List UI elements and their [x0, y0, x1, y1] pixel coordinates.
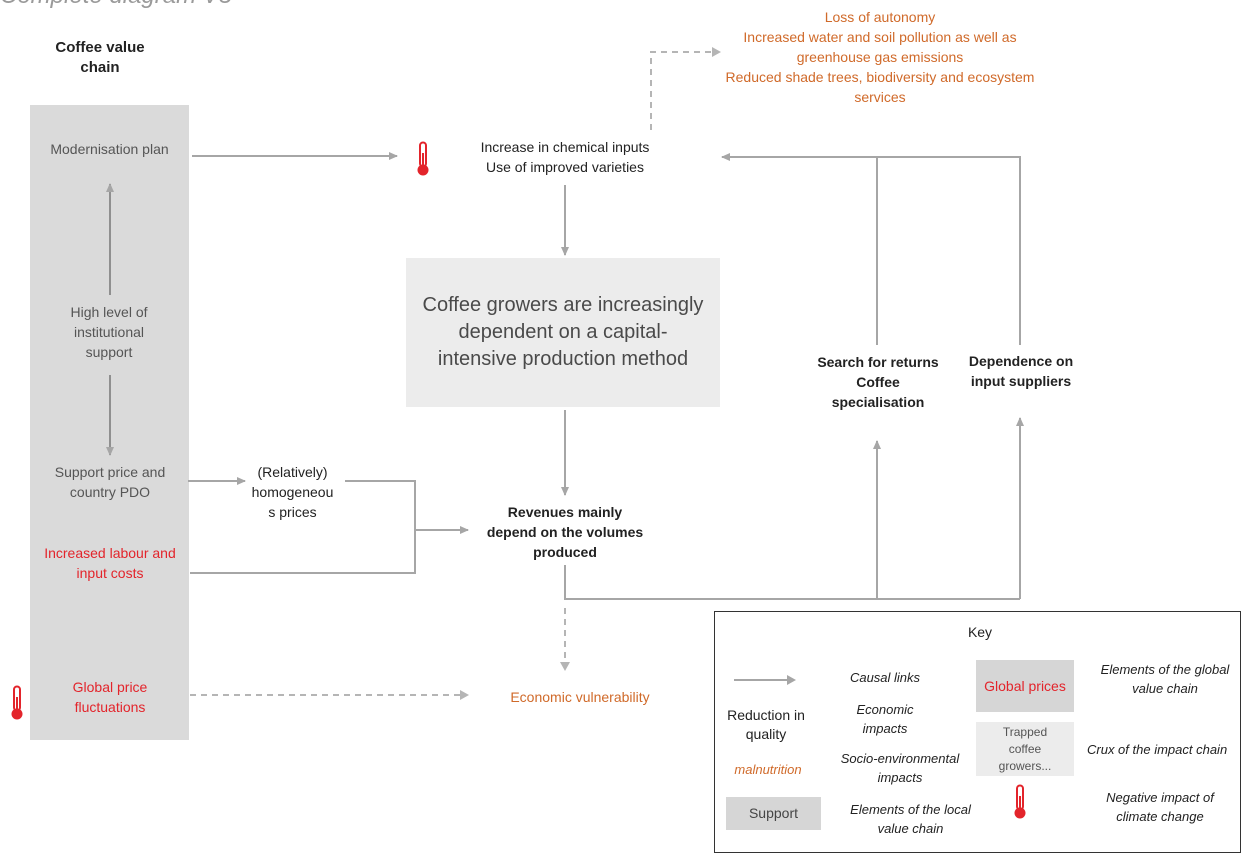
line-prices-labour-bracket: [190, 480, 416, 574]
line-revenues-bottom: [564, 565, 1020, 600]
search-returns-node: Search for returns Coffee specialisation: [817, 354, 939, 410]
homogeneous-prices-node: (Relatively) homogeneou s prices: [251, 464, 334, 520]
chemical-inputs-node: Increase in chemical inputs Use of impro…: [480, 139, 650, 175]
revenues-node: Revenues mainly depend on the volumes pr…: [486, 504, 644, 560]
causal-link-sample: [734, 675, 796, 685]
key-causal-links: Causal links: [849, 670, 921, 685]
page-title: Complete diagram V5: [0, 0, 232, 10]
dashed-to-socio-env: [650, 51, 715, 130]
thermometer-icon: [11, 685, 23, 720]
institutional-support: High level of institutional support: [70, 304, 148, 360]
value-chain-header: Coffee value chain: [55, 39, 145, 76]
labour-input-costs: Increased labour and input costs: [44, 545, 176, 581]
key-trapped-swatch: Trapped coffee growers...: [976, 722, 1074, 776]
key-trapped-label: Trapped coffee growers...: [998, 724, 1052, 773]
causal-links: [106, 47, 1024, 700]
key-local-chain: Elements of the local value chain: [850, 802, 971, 836]
modernisation-plan: Modernisation plan: [50, 141, 169, 157]
socio-environmental-impacts: Loss of autonomy Increased water and soi…: [725, 9, 1035, 105]
key-malnutrition: malnutrition: [734, 762, 802, 777]
key-reduction-quality: Reduction in quality: [727, 707, 805, 742]
key-support-swatch: Support: [726, 797, 821, 830]
support-price: Support price and country PDO: [54, 464, 166, 500]
key-economic-impacts: Economic impacts: [856, 702, 914, 736]
global-price-fluctuations: Global price fluctuations: [72, 679, 148, 715]
thermometer-icon: [1014, 784, 1026, 819]
key-socio-env-impacts: Socio-environmental impacts: [840, 751, 960, 785]
crux-text: Coffee growers are increasingly dependen…: [422, 294, 704, 370]
arrow-feedback-to-inputs: [721, 153, 1021, 345]
key-global-prices-swatch: Global prices: [976, 660, 1074, 712]
crux-box: Coffee growers are increasingly dependen…: [406, 258, 720, 407]
thermometer-icon: [417, 141, 429, 176]
economic-vulnerability-node: Economic vulnerability: [510, 689, 650, 705]
key-global-prices-label: Global prices: [984, 677, 1066, 694]
key-crux: Crux of the impact chain: [1087, 742, 1228, 757]
key-global-chain: Elements of the global value chain: [1100, 662, 1230, 696]
key-negative-climate: Negative impact of climate change: [1106, 790, 1214, 824]
dependence-suppliers-node: Dependence on input suppliers: [968, 353, 1074, 389]
key-title: Key: [967, 624, 993, 640]
